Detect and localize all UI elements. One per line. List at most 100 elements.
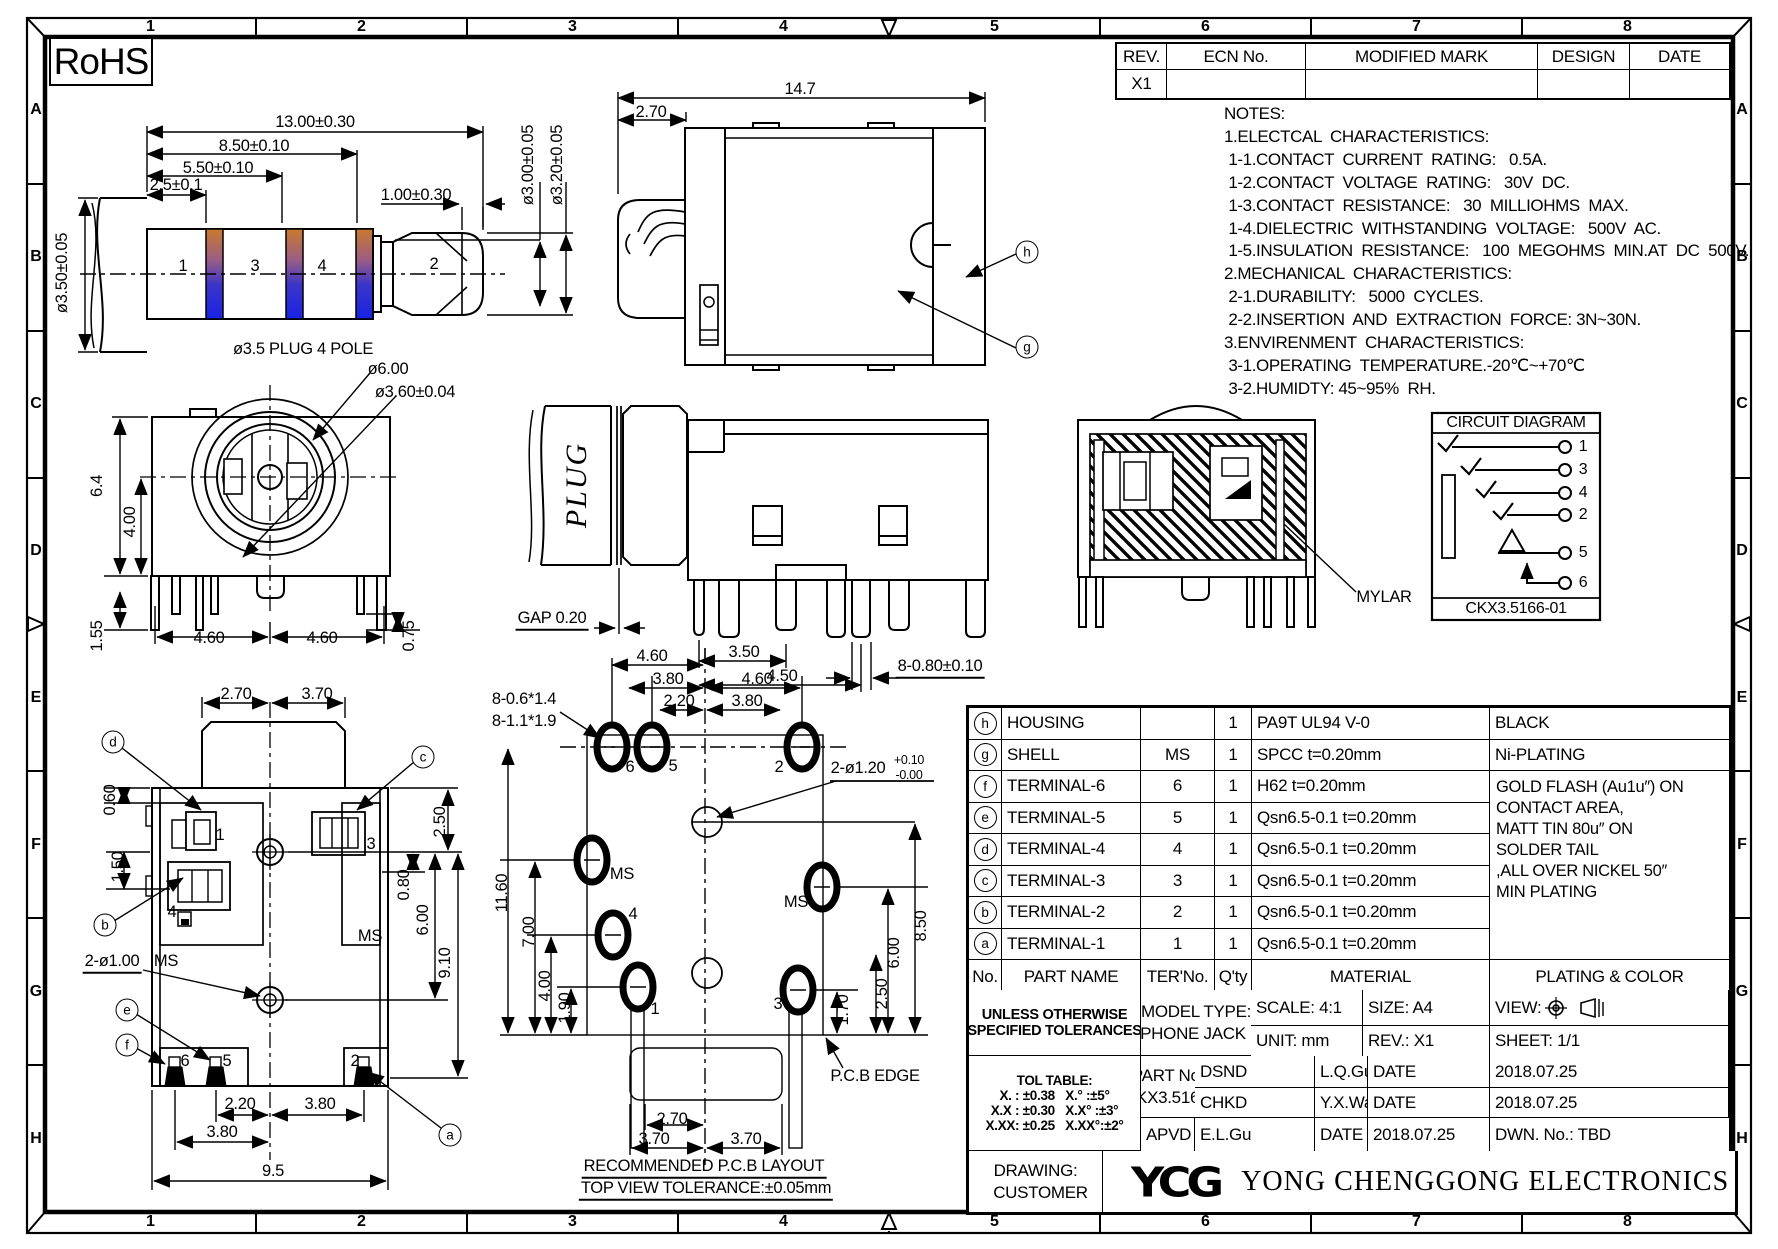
dsnd-label: DSND (1195, 1056, 1315, 1088)
dim-label: 1.90 (555, 992, 574, 1024)
parts-footer-5: PLATING & COLOR (1535, 966, 1684, 986)
balloon-b: b (93, 913, 117, 937)
dim-label: 2.20 (224, 1094, 256, 1113)
grid-row-label: E (30, 688, 42, 706)
parts-footer-2: TER'No. (1141, 960, 1215, 993)
info-table: UNLESS OTHERWISE SPECIFIED TOLERANCES SC… (966, 990, 1732, 1059)
dim-label: 2 (774, 757, 784, 776)
dim-label: 2-ø1.00 (82, 953, 142, 974)
rev-header-mark: MODIFIED MARK (1306, 44, 1538, 70)
dim-label: 7.00 (519, 916, 538, 948)
grid-row-label: A (30, 101, 42, 119)
dim-label: 1.50 (108, 851, 127, 883)
dim-label: 5 (668, 756, 678, 775)
dim-label: 4 (628, 904, 638, 923)
dim-label: 0.80 (394, 869, 413, 901)
parts-footer-4: MATERIAL (1252, 960, 1490, 993)
balloon-a: a (438, 1123, 462, 1147)
circuit-pin-label: 1 (1578, 438, 1588, 455)
balloon-g: g (1015, 335, 1039, 359)
part-qty-cell: 1 (1215, 928, 1252, 960)
dim-label: 2-ø1.20 (830, 758, 886, 777)
chkd-date: 2018.07.25 (1490, 1088, 1729, 1118)
dim-label: 8.50 (911, 910, 930, 942)
grid-row-label: D (30, 542, 42, 560)
dim-label: MS (783, 892, 809, 911)
rev-cell: REV.: X1 (1363, 1026, 1490, 1056)
dim-label: 6 (625, 757, 635, 776)
part-ter-cell: 2 (1141, 897, 1215, 929)
dim-label: 4.60 (741, 669, 773, 688)
dim-label: 3 (366, 834, 376, 853)
part-material-cell: Qsn6.5-0.1 t=0.20mm (1252, 834, 1490, 866)
notes-block: NOTES: 1.ELECTCAL CHARACTERISTICS: 1-1.C… (1224, 104, 1750, 398)
dim-label: 13.00±0.30 (275, 112, 355, 131)
signature-table: TOL TABLE: X. : ±0.38 X.° :±5° X.X : ±0.… (966, 1056, 1732, 1154)
dim-label: TOP VIEW TOLERANCE:±0.05mm (578, 1180, 834, 1201)
part-ter-cell (1141, 708, 1215, 740)
circuit-title: CIRCUIT DIAGRAM (1446, 414, 1586, 431)
grid-row-label: H (30, 1129, 42, 1147)
dim-label: 11.60 (492, 873, 511, 913)
apvd-label: APVD (1141, 1118, 1195, 1151)
dim-label: 3.70 (638, 1129, 670, 1148)
part-material-cell: Qsn6.5-0.1 t=0.20mm (1252, 865, 1490, 897)
grid-col-label: 8 (1623, 1213, 1632, 1230)
circuit-pin-label: 5 (1578, 544, 1588, 561)
grid-row-label: C (30, 395, 42, 413)
dim-label: 2.70 (656, 1109, 688, 1128)
apvd-name: E.L.Gu (1195, 1118, 1315, 1151)
dim-label: ø6.00 (367, 359, 409, 378)
dim-label: 4 (317, 256, 327, 275)
part-symbol-g: g (973, 743, 997, 767)
dim-label: 9.10 (435, 947, 454, 979)
scale-cell: SCALE: 4:1 (1251, 990, 1363, 1026)
grid-col-label: 3 (568, 1213, 577, 1230)
dim-label: 3 (250, 256, 260, 275)
dim-label: 9.5 (261, 1161, 285, 1180)
dim-label: 2.50 (872, 978, 891, 1010)
dim-label: 6.00 (413, 904, 432, 936)
rev-header-date: DATE (1630, 44, 1729, 70)
tolerance-note: UNLESS OTHERWISE SPECIFIED TOLERANCES (969, 990, 1141, 1056)
grid-row-label: B (30, 248, 42, 266)
part-material-cell: Qsn6.5-0.1 t=0.20mm (1252, 928, 1490, 960)
balloon-c: c (411, 745, 435, 769)
dim-label: P.C.B EDGE (830, 1066, 920, 1085)
dim-label: ø3.5 PLUG 4 POLE (232, 339, 374, 358)
drawing-cell: DRAWING: CUSTOMER (969, 1151, 1103, 1212)
part-name-cell: SHELL (1002, 739, 1141, 771)
view-cell: VIEW: (1490, 990, 1729, 1026)
dim-label: 3.80 (731, 691, 763, 710)
grid-col-label: 8 (1623, 18, 1632, 35)
dim-label: 1 (650, 999, 660, 1018)
parts-footer-3: Q'ty (1215, 960, 1252, 993)
part-material-cell: Qsn6.5-0.1 t=0.20mm (1252, 802, 1490, 834)
dim-label: ø3.00±0.05 (518, 124, 537, 206)
part-name-cell: TERMINAL-5 (1002, 802, 1141, 834)
part-material-cell: H62 t=0.20mm (1252, 771, 1490, 803)
rohs-mark: RoHS (49, 37, 153, 86)
grid-col-label: 7 (1412, 1213, 1421, 1230)
part-plating-cell: BLACK (1490, 708, 1729, 740)
title-block: DRAWING: CUSTOMER YCG YONG CHENGGONG ELE… (966, 1151, 1738, 1215)
dim-label: 2.70 (635, 102, 667, 121)
dim-label: 8.50±0.10 (218, 136, 290, 155)
dim-label: PLUG (560, 441, 593, 529)
grid-row-label: G (1735, 982, 1749, 1000)
part-qty-cell: 1 (1215, 708, 1252, 740)
grid-col-label: 1 (146, 1213, 155, 1230)
circuit-code: CKX3.5166-01 (1465, 600, 1567, 617)
grid-row-label: G (29, 982, 43, 1000)
part-name-cell: TERMINAL-1 (1002, 928, 1141, 960)
grid-row-label: A (1736, 101, 1748, 119)
part-symbol-cell: a (969, 928, 1002, 960)
sheet-cell: SHEET: 1/1 (1490, 1026, 1729, 1056)
part-ter-cell: MS (1141, 739, 1215, 771)
part-ter-cell: 1 (1141, 928, 1215, 960)
dim-label: MYLAR (1356, 587, 1412, 606)
dim-label: 6 (180, 1051, 190, 1070)
